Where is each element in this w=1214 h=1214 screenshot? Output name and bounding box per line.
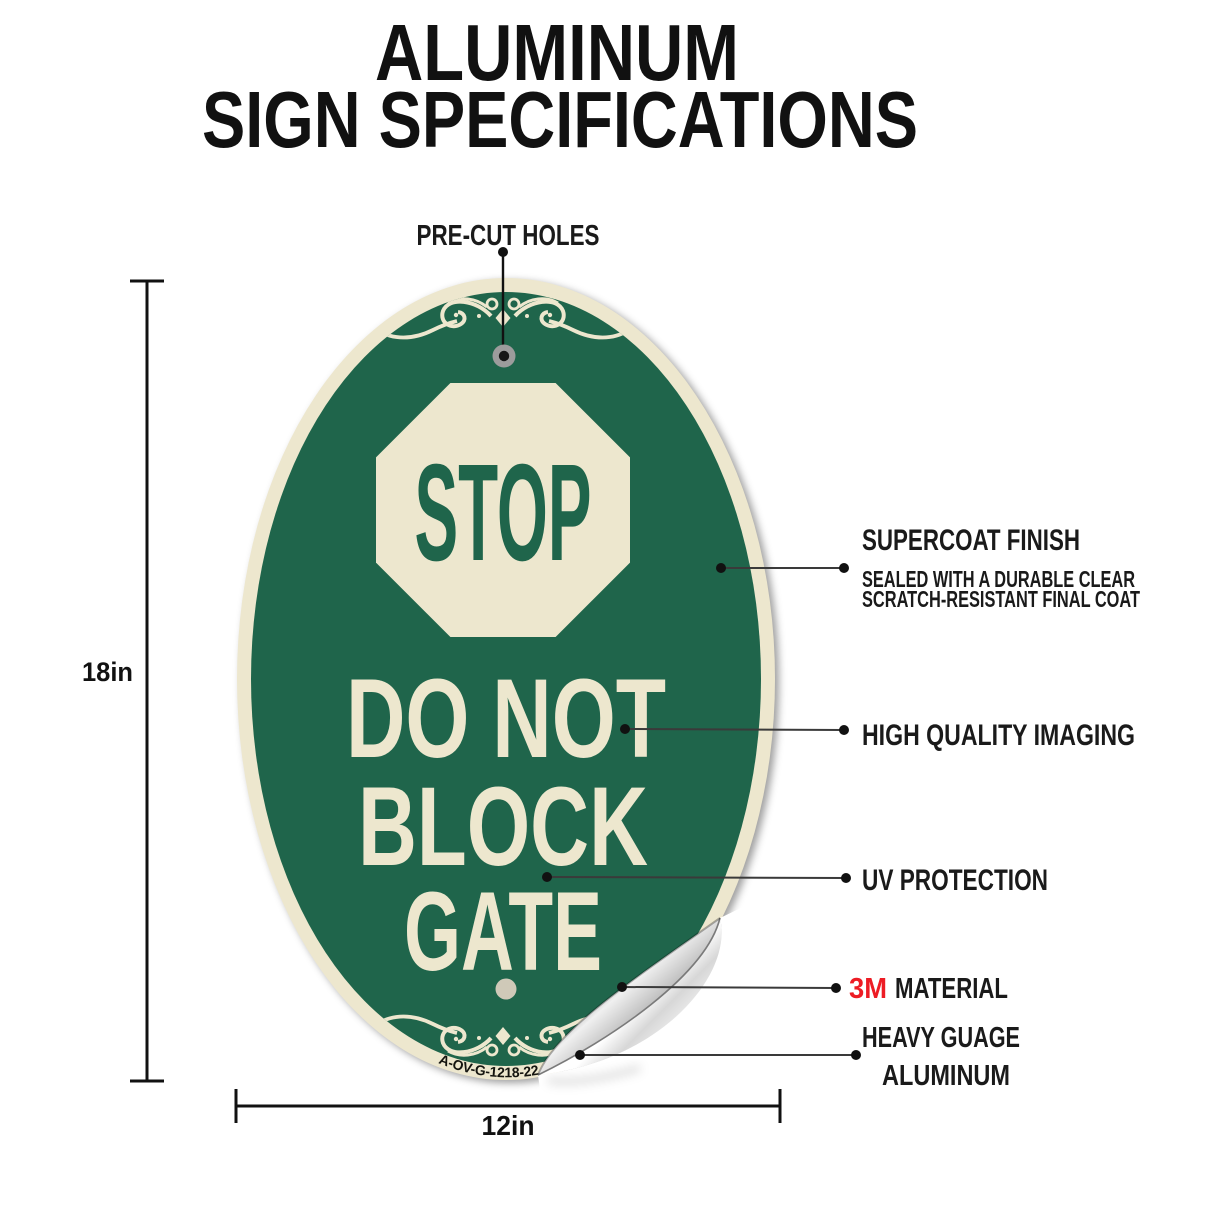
height-label: 18in: [82, 657, 133, 687]
callout-dots: [542, 563, 861, 1060]
imaging-label: HIGH QUALITY IMAGING: [862, 719, 1135, 752]
curl-underside-adhesive: [538, 918, 720, 1075]
material-line: [621, 986, 837, 989]
uv-label: UV PROTECTION: [862, 864, 1048, 897]
imaging-line: [624, 728, 845, 731]
bottom-mounting-hole: [495, 978, 517, 1000]
width-label: 12in: [482, 1110, 535, 1141]
width-dimension: [234, 1089, 782, 1123]
gauge-label-line1: HEAVY GUAGE: [862, 1022, 1020, 1054]
supercoat-title: SUPERCOAT FINISH: [862, 524, 1080, 557]
height-dimension: [130, 279, 164, 1083]
page-title-line1: ALUMINUM: [375, 8, 739, 97]
stop-octagon: [376, 383, 630, 637]
top-mounting-hole: [492, 344, 516, 368]
supercoat-sub1: SEALED WITH A DURABLE CLEAR: [862, 566, 1135, 592]
precut-callout-dot: [498, 247, 508, 257]
sign-message-line3: GATE: [404, 869, 602, 994]
sign-oval: STOP DO NOT BLOCK GATE A-OV-G-1218-22: [237, 278, 775, 1080]
stop-text: STOP: [415, 436, 592, 590]
precut-label: PRE-CUT HOLES: [417, 220, 600, 252]
sign-message-line1: DO NOT: [346, 656, 666, 781]
sign-message-line2: BLOCK: [358, 764, 648, 889]
uv-line: [546, 876, 847, 879]
curl-underside-aluminum: [538, 918, 722, 1075]
gauge-label-line2: ALUMINUM: [882, 1060, 1010, 1092]
page-title-line2: SIGN SPECIFICATIONS: [202, 75, 918, 164]
callout-lines: [546, 567, 856, 1056]
material-label: MATERIAL: [895, 973, 1008, 1005]
material-brand: 3M: [849, 973, 887, 1005]
supercoat-sub2: SCRATCH-RESISTANT FINAL COAT: [862, 586, 1140, 612]
